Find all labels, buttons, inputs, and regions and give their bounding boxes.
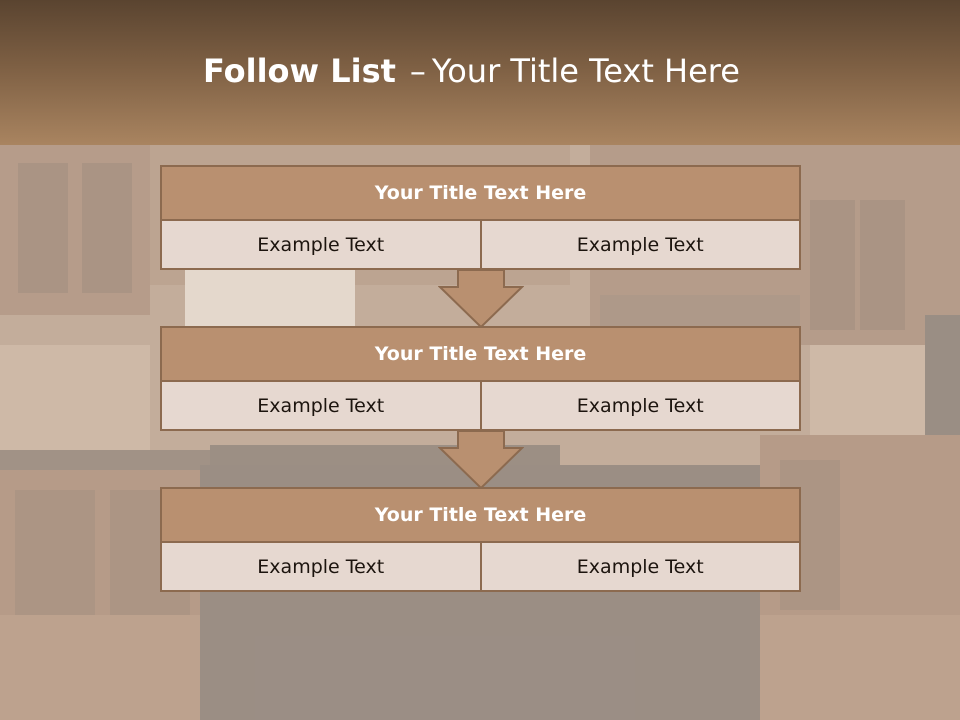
down-arrow-icon	[438, 430, 524, 490]
block-row: Example Text Example Text	[160, 221, 801, 270]
slide-title-dash: –	[409, 52, 426, 90]
block-cell-right: Example Text	[481, 382, 801, 431]
slide-title-strong: Follow List	[203, 52, 396, 90]
slide-header: Follow List–Your Title Text Here	[0, 0, 960, 145]
block-title: Your Title Text Here	[160, 165, 801, 221]
block-cell-right: Example Text	[481, 543, 801, 592]
block-cell-left: Example Text	[160, 221, 482, 270]
slide-title-rest: Your Title Text Here	[431, 52, 740, 90]
block-title: Your Title Text Here	[160, 487, 801, 543]
list-block: Your Title Text Here Example Text Exampl…	[160, 165, 801, 270]
list-block: Your Title Text Here Example Text Exampl…	[160, 487, 801, 592]
list-block: Your Title Text Here Example Text Exampl…	[160, 326, 801, 431]
block-row: Example Text Example Text	[160, 543, 801, 592]
block-title: Your Title Text Here	[160, 326, 801, 382]
block-cell-right: Example Text	[481, 221, 801, 270]
slide-title: Follow List–Your Title Text Here	[0, 52, 943, 90]
down-arrow-icon	[438, 269, 524, 329]
block-cell-left: Example Text	[160, 382, 482, 431]
block-cell-left: Example Text	[160, 543, 482, 592]
block-row: Example Text Example Text	[160, 382, 801, 431]
